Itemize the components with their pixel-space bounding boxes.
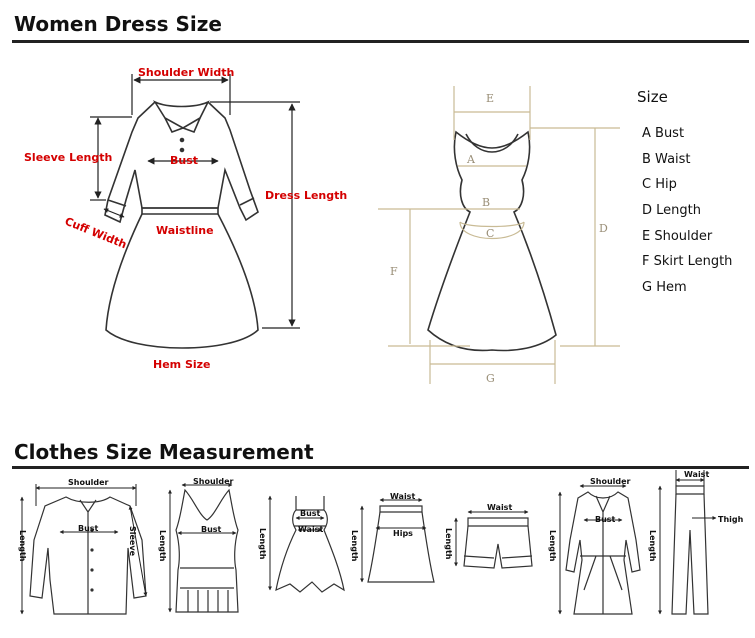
clothes-size-measurement-title: Clothes Size Measurement: [14, 440, 314, 464]
skirt-hips-label: Hips: [393, 529, 413, 538]
strap-dress-bust-label: Bust: [300, 509, 321, 518]
pants-thigh-label: Thigh: [718, 515, 744, 524]
women-dress-size-title: Women Dress Size: [14, 12, 222, 36]
letter-d-label: D: [599, 222, 608, 235]
skirt-dimension-lines: [360, 498, 427, 583]
letter-e-label: E: [486, 92, 494, 105]
legend-item: F Skirt Length: [642, 254, 733, 270]
legend-item: D Length: [642, 203, 701, 219]
bottom-divider: [12, 466, 749, 469]
skirt-waist-label: Waist: [390, 492, 415, 501]
legend-item: E Shoulder: [642, 228, 713, 244]
sleeved-dress-dimension-lines: [90, 74, 300, 329]
skirt-length-label: Length: [350, 530, 359, 562]
strap-dress-length-label: Length: [258, 528, 267, 560]
coat-shoulder-label: Shoulder: [590, 477, 631, 486]
cuff-width-label: Cuff Width: [63, 215, 129, 252]
shorts-drawing: [463, 517, 533, 569]
coat-drawing: [565, 491, 641, 615]
sleeveless-dress-dimension-lines: [378, 86, 620, 384]
pants-dimension-lines: [658, 470, 717, 615]
tank-length-label: Length: [158, 530, 167, 562]
coat-length-label: Length: [548, 530, 557, 562]
waistline-label: Waistline: [156, 224, 214, 237]
letter-c-label: C: [486, 227, 494, 240]
letter-a-label: A: [466, 153, 476, 166]
tank-shoulder-label: Shoulder: [193, 477, 234, 486]
tank-top-dimension-lines: [168, 483, 237, 613]
shirt-dimension-lines: [20, 484, 148, 615]
shirt-sleeve-label: Sleeve: [128, 526, 137, 557]
shirt-length-label: Length: [18, 530, 27, 562]
letter-b-label: B: [482, 196, 490, 209]
coat-dimension-lines: [558, 484, 627, 615]
legend-item: C Hip: [642, 177, 677, 193]
pants-length-label: Length: [648, 530, 657, 562]
bust-label: Bust: [170, 154, 198, 167]
pants-waist-label: Waist: [684, 470, 709, 479]
legend-item: A Bust: [642, 126, 685, 141]
top-divider: [12, 40, 749, 43]
shorts-waist-label: Waist: [487, 503, 512, 512]
sleeve-length-label: Sleeve Length: [24, 151, 112, 164]
shoulder-width-label: Shoulder Width: [138, 66, 234, 79]
strap-dress-dimension-lines: [268, 495, 325, 591]
letter-g-label: G: [486, 372, 495, 385]
strap-dress-drawing: [275, 496, 345, 593]
legend-item: B Waist: [642, 151, 691, 167]
hem-size-label: Hem Size: [153, 358, 211, 371]
size-legend: A Bust B Waist C Hip D Length E Shoulder…: [642, 124, 732, 304]
strap-dress-waist-label: Waist: [298, 525, 323, 534]
shirt-shoulder-label: Shoulder: [68, 478, 109, 487]
sleeveless-dress-drawing: [427, 130, 557, 352]
sleeved-dress-drawing: [104, 100, 259, 349]
size-legend-title: Size: [637, 88, 668, 106]
skirt-drawing: [367, 505, 435, 583]
letter-f-label: F: [390, 265, 398, 278]
dress-length-label: Dress Length: [265, 189, 347, 202]
shorts-length-label: Length: [444, 528, 453, 560]
coat-bust-label: Bust: [595, 515, 616, 524]
pants-drawing: [671, 485, 709, 615]
legend-item: G Hem: [642, 280, 687, 296]
shorts-dimension-lines: [454, 510, 529, 567]
tank-top-drawing: [175, 488, 239, 613]
tank-bust-label: Bust: [201, 525, 222, 534]
shirt-bust-label: Bust: [78, 524, 99, 533]
